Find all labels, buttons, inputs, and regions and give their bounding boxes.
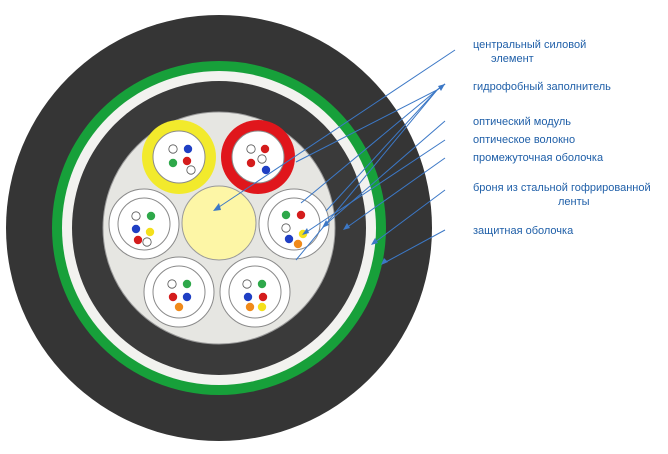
leader-arrowheads <box>213 84 445 265</box>
fiber <box>168 292 178 302</box>
label-protective-sheath: защитная оболочка <box>473 225 574 237</box>
label-optical-fiber: оптическое волокно <box>473 134 575 146</box>
leader-central-member <box>215 49 456 210</box>
module-yellow-inner <box>152 130 206 184</box>
fiber <box>145 227 155 237</box>
fiber <box>260 144 270 154</box>
fiber <box>182 279 192 289</box>
fiber <box>261 165 271 175</box>
central-strength-member <box>181 185 257 261</box>
module-left-inner <box>117 197 171 251</box>
fiber <box>246 158 256 168</box>
label-central-member-line1: центральный силовой <box>473 39 586 51</box>
arrow-optical-fiber <box>302 228 309 235</box>
optical-module-yellow <box>142 120 216 194</box>
module-bottom-right-body <box>219 256 291 328</box>
module-bottom-left-body <box>143 256 215 328</box>
fiber <box>131 211 141 221</box>
label-armor-line2: ленты <box>558 196 590 208</box>
fiber <box>246 144 256 154</box>
fiber <box>133 235 143 245</box>
fiber <box>257 302 267 312</box>
fiber <box>281 223 291 233</box>
fiber <box>182 156 192 166</box>
fiber <box>183 144 193 154</box>
fiber <box>293 239 303 249</box>
fiber <box>167 279 177 289</box>
fiber <box>168 158 178 168</box>
module-right-inner <box>267 197 321 251</box>
module-bottom-right-inner <box>228 265 282 319</box>
arrow-protective-sheath <box>381 258 388 265</box>
label-intermediate-sheath: промежуточная оболочка <box>473 152 604 164</box>
fiber <box>174 302 184 312</box>
fiber <box>168 144 178 154</box>
arrow-central-member <box>213 203 221 211</box>
fiber <box>186 165 196 175</box>
optical-module-bottom-right <box>219 256 291 328</box>
leader-armor <box>373 189 446 244</box>
fiber <box>257 279 267 289</box>
fiber <box>284 234 294 244</box>
fiber <box>146 211 156 221</box>
fiber <box>131 224 141 234</box>
optical-module-bottom-left <box>143 256 215 328</box>
fiber <box>182 292 192 302</box>
optical-module-red <box>221 120 295 194</box>
label-optical-module: оптический модуль <box>473 116 571 128</box>
fiber <box>258 292 268 302</box>
fiber <box>296 210 306 220</box>
fiber <box>245 302 255 312</box>
fiber <box>242 279 252 289</box>
label-armor-line1: броня из стальной гофрированной <box>473 182 651 194</box>
fiber <box>281 210 291 220</box>
label-central-member-line2: элемент <box>491 53 534 65</box>
fiber <box>142 237 152 247</box>
module-bottom-left-inner <box>152 265 206 319</box>
arrow-intermediate-sheath <box>343 223 350 230</box>
optical-module-left <box>108 188 180 260</box>
leader-optical-fiber <box>304 139 446 234</box>
arrow-filler-hub <box>438 84 445 91</box>
fiber <box>243 292 253 302</box>
leader-intermediate-sheath <box>345 157 446 229</box>
leader-protective-sheath <box>383 229 446 264</box>
module-left-body <box>108 188 180 260</box>
arrow-armor <box>371 238 378 245</box>
label-hydrophobic-filler: гидрофобный заполнитель <box>473 81 611 93</box>
fiber <box>257 154 267 164</box>
leader-optical-module <box>324 120 446 226</box>
arrow-optical-module <box>322 220 329 228</box>
